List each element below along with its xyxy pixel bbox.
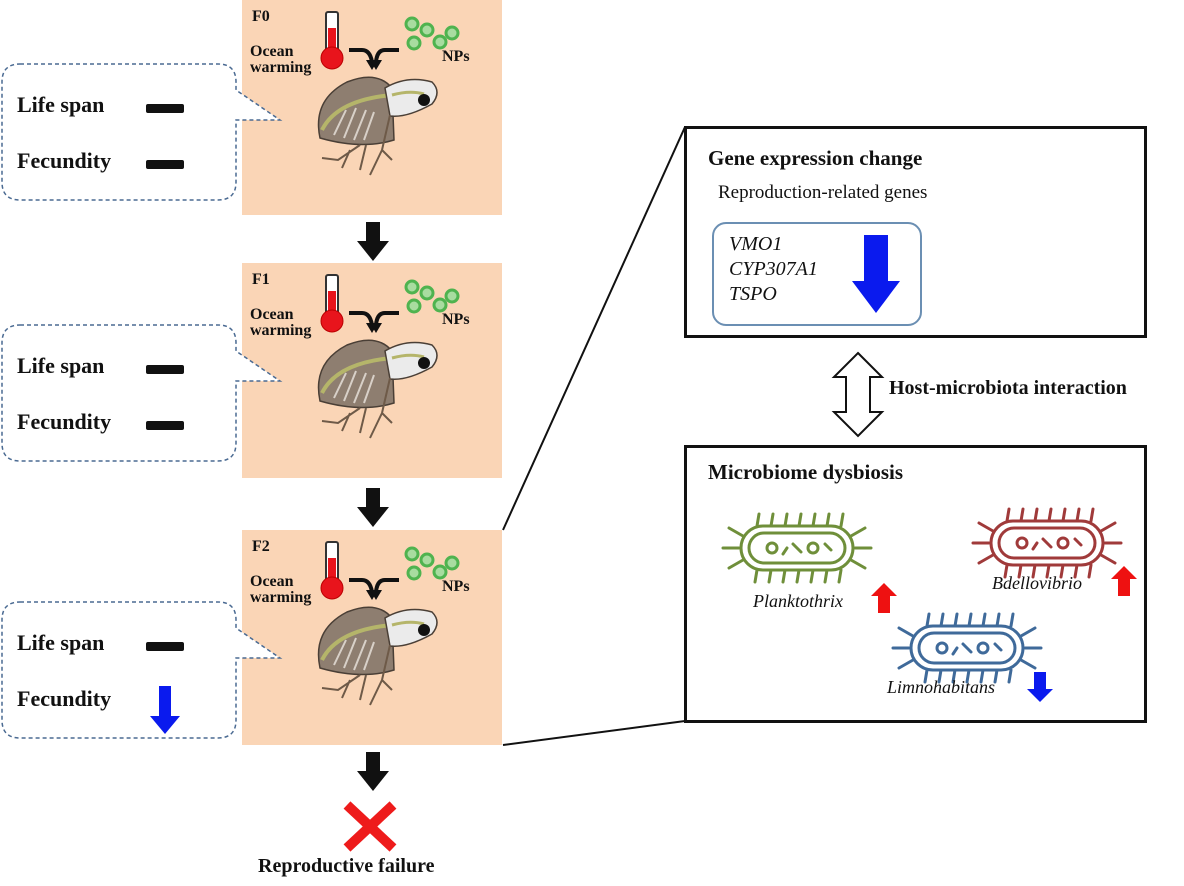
trait-label-fecundity: Fecundity [17,409,112,434]
increase-arrow-icon [1111,566,1137,596]
ocean-warming-word: warming [250,589,312,606]
daphnia-illustration [317,76,438,176]
decrease-arrow-icon [1027,672,1053,702]
no-change-bar-icon [146,642,184,651]
no-change-bar-icon [146,365,184,374]
microbiome-panel: Microbiome dysbiosis Planktothrix Bdello… [684,445,1147,723]
down-arrow-icon [852,235,900,313]
taxon-label: Bdellovibrio [992,573,1082,593]
nanoparticles-icon [404,546,460,581]
gen-arrow-f0-f1 [357,222,389,261]
nps-label: NPs [442,578,470,595]
callout-bubble [1,63,283,201]
panel-illustration [317,11,460,176]
no-change-bar-icon [146,104,184,113]
gene-item: TSPO [729,283,777,305]
gene-panel-title: Gene expression change [708,146,923,170]
increase-arrow-icon [871,583,897,613]
ocean-warming-word: Ocean [250,306,294,323]
trait-callout-f2: Life span Fecundity [0,600,283,750]
decrease-arrow-icon [150,686,180,734]
double-headed-arrow-icon [831,351,885,438]
ocean-warming-word: warming [250,59,312,76]
interaction-label: Host-microbiota interaction [889,377,1127,399]
nps-label: NPs [442,48,470,65]
gene-item: VMO1 [729,233,783,255]
bacterium-icon-planktothrix [721,512,873,584]
trait-callout-f0: Life span Fecundity [0,62,283,212]
trait-callout-f1: Life span Fecundity [0,323,283,473]
panel-illustration [317,541,460,706]
nanoparticles-icon [404,279,460,314]
callout-bubble [1,324,283,462]
thermometer-icon [320,541,344,600]
gen-arrow-f2-outcome [357,752,389,791]
daphnia-illustration [317,606,438,706]
zoom-line-top [502,126,686,531]
bacterium-icon-bdellovibrio [971,507,1123,579]
trait-label-life-span: Life span [17,92,105,117]
gen-arrow-f1-f2 [357,488,389,527]
panel-illustration [317,274,460,439]
generation-label: F2 [252,538,270,555]
trait-label-life-span: Life span [17,353,105,378]
outcome-label: Reproductive failure [258,855,435,877]
converging-arrows-icon [349,311,399,333]
daphnia-illustration [317,339,438,439]
ocean-warming-word: warming [250,322,312,339]
thermometer-icon [320,274,344,333]
nanoparticles-icon [404,16,460,51]
no-change-bar-icon [146,160,184,169]
gene-list-box: VMO1 CYP307A1 TSPO [712,222,922,326]
gene-item: CYP307A1 [729,258,818,280]
trait-label-life-span: Life span [17,630,105,655]
generation-label: F0 [252,8,270,25]
taxon-label: Limnohabitans [887,677,996,697]
red-x-icon [343,801,397,852]
gene-expression-panel: Gene expression change Reproduction-rela… [684,126,1147,338]
microbiome-panel-title: Microbiome dysbiosis [708,460,904,484]
converging-arrows-icon [349,48,399,70]
trait-label-fecundity: Fecundity [17,686,112,711]
no-change-bar-icon [146,421,184,430]
zoom-line-bottom [502,720,686,746]
thermometer-icon [320,11,344,70]
bacterium-icon-limnohabitans [891,612,1043,684]
gene-panel-subtitle: Reproduction-related genes [718,182,928,203]
ocean-warming-word: Ocean [250,573,294,590]
converging-arrows-icon [349,578,399,600]
ocean-warming-word: Ocean [250,43,294,60]
taxon-label: Planktothrix [753,591,843,611]
callout-bubble [1,601,283,739]
trait-label-fecundity: Fecundity [17,148,112,173]
generation-label: F1 [252,271,270,288]
nps-label: NPs [442,311,470,328]
